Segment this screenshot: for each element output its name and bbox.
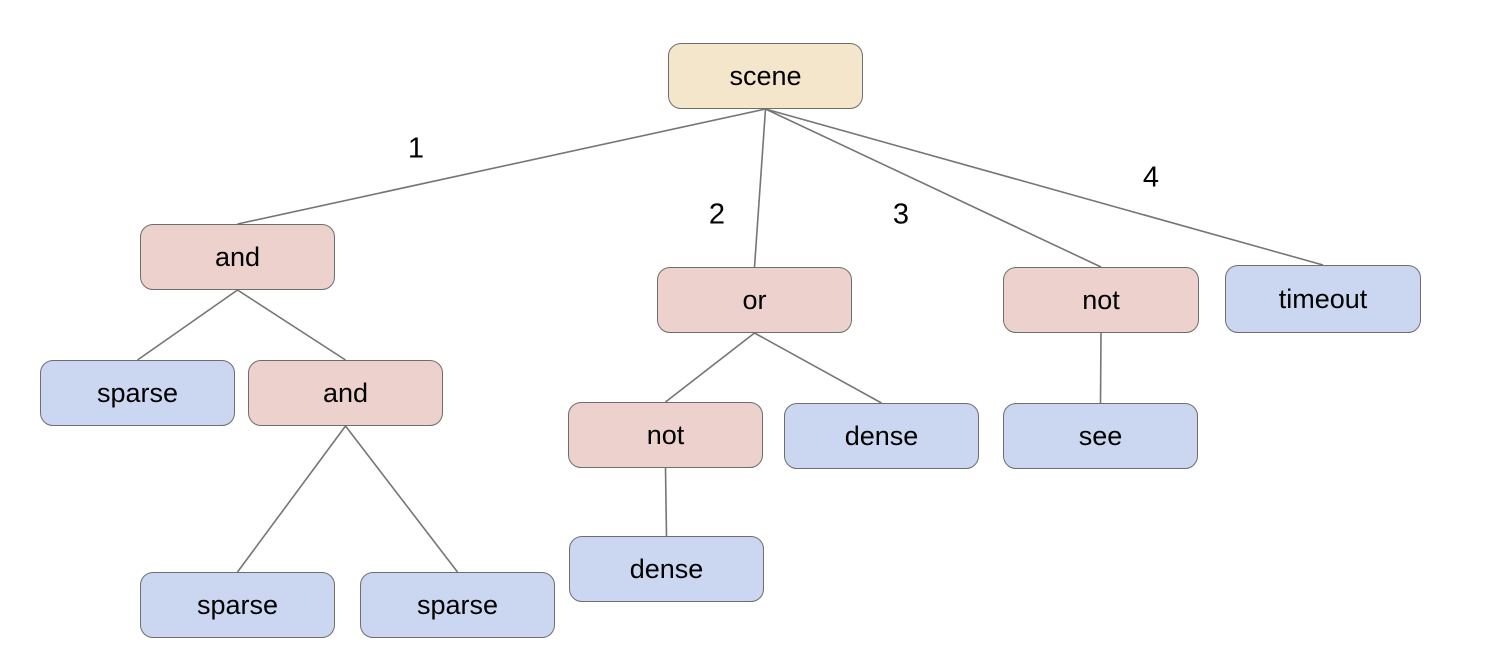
edge-and2-sparse3 (344, 425, 459, 573)
node-see: see (1003, 403, 1198, 469)
edge-not2-dense2 (664, 467, 668, 537)
node-timeout-label: timeout (1278, 283, 1368, 314)
node-sparse-1-label: sparse (96, 377, 179, 408)
node-sparse-3-label: sparse (416, 589, 499, 620)
node-not-1: not (1003, 267, 1199, 333)
node-see-label: see (1078, 420, 1123, 451)
edge-scene-timeout (765, 108, 1324, 266)
node-not-2-label: not (646, 419, 685, 450)
node-dense-2-label: dense (629, 553, 704, 584)
node-and-2-label: and (322, 377, 369, 408)
node-sparse-2: sparse (140, 572, 335, 638)
edge-and-and (237, 289, 346, 361)
node-sparse-1: sparse (40, 360, 235, 426)
edge-scene-or (753, 108, 767, 268)
edge-label-1: 1 (407, 132, 425, 165)
edge-or-dense (754, 332, 882, 404)
node-dense-1: dense (784, 403, 979, 469)
node-scene-label: scene (729, 60, 802, 91)
node-dense-1-label: dense (844, 420, 919, 451)
edge-label-4: 4 (1142, 161, 1160, 194)
node-dense-2: dense (569, 536, 764, 602)
node-sparse-2-label: sparse (196, 589, 279, 620)
node-or: or (657, 267, 852, 333)
edge-label-2: 2 (708, 198, 726, 231)
edge-label-3: 3 (892, 198, 910, 231)
node-and-2: and (248, 360, 443, 426)
edge-scene-not (765, 108, 1102, 268)
node-not-2: not (568, 402, 763, 468)
node-and-1-label: and (214, 241, 261, 272)
edge-and2-sparse2 (236, 425, 347, 573)
node-or-label: or (742, 284, 767, 315)
node-timeout: timeout (1225, 265, 1421, 333)
node-not-1-label: not (1082, 284, 1120, 315)
node-sparse-3: sparse (360, 572, 555, 638)
edge-or-not (665, 332, 755, 403)
edge-and-sparse (137, 289, 238, 361)
node-and-1: and (140, 224, 335, 290)
edge-not-see (1099, 332, 1102, 404)
node-scene: scene (668, 43, 863, 109)
edge-scene-and (237, 108, 766, 225)
